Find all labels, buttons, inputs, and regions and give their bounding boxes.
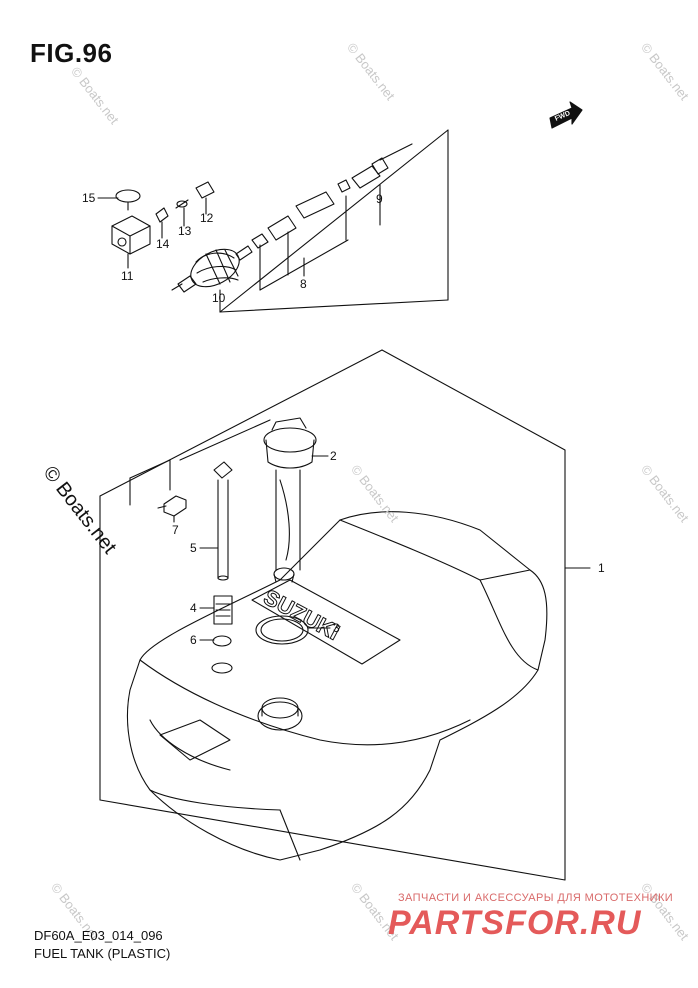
callout-8: 8	[300, 277, 307, 291]
pickup-tube	[213, 461, 233, 581]
tank-embossing: SUZUKI	[260, 584, 344, 645]
hose-fittings	[111, 181, 215, 255]
figure-title: FIG.96	[30, 38, 113, 68]
gauge-ring	[255, 615, 309, 645]
tank-bracket	[99, 349, 566, 881]
figure-code: DF60A_E03_014_096	[34, 928, 163, 943]
callout-13: 13	[178, 224, 192, 238]
callout-2: 2	[330, 449, 337, 463]
callout-14: 14	[156, 237, 170, 251]
primer-bulb	[171, 245, 253, 293]
callout-10: 10	[212, 291, 226, 305]
callout-11: 11	[121, 269, 134, 283]
figure-name: FUEL TANK (PLASTIC)	[34, 946, 171, 961]
fuel-gauge	[263, 417, 317, 583]
callout-9: 9	[376, 192, 383, 206]
callout-leaders	[97, 187, 591, 641]
tank-connector	[157, 495, 187, 517]
callout-1: 1	[598, 561, 605, 575]
hose-kit-bracket	[219, 129, 449, 313]
callout-3: 3	[333, 621, 340, 635]
forward-arrow-icon	[549, 101, 583, 129]
callout-6: 6	[190, 633, 197, 647]
callout-5: 5	[190, 541, 197, 555]
fuel-hose	[251, 157, 389, 249]
callout-12: 12	[200, 211, 214, 225]
brand-tagline: ЗАПЧАСТИ И АКСЕССУАРЫ ДЛЯ МОТОТЕХНИКИ	[398, 892, 674, 904]
brand-logo: PARTSFOR.RU	[388, 904, 642, 942]
callout-7: 7	[172, 523, 179, 537]
callout-4: 4	[190, 601, 197, 615]
fuel-tank	[126, 511, 548, 861]
fuel-filter	[213, 595, 233, 625]
callout-15: 15	[82, 191, 96, 205]
